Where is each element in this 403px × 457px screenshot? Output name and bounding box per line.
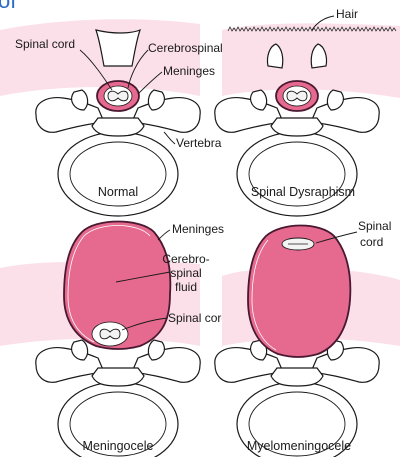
label-spinal-cord: Spinal cord xyxy=(15,37,75,51)
label-csf-line1: Cerebro- xyxy=(162,252,209,266)
label-spinal-cord-line2: cord xyxy=(360,235,383,249)
label-vertebra: Vertebra xyxy=(176,136,222,150)
panel-meningocele: Meninges Cerebro- spinal fluid Spinal co… xyxy=(0,222,228,457)
header-fragment: of xyxy=(0,0,17,13)
caption-myelomeningocele: Myelomeningocele xyxy=(247,439,351,453)
label-csf-line2: spinal xyxy=(170,266,201,280)
panel-normal: Spinal cord Cerebrospinal fluid Meninges… xyxy=(0,19,248,216)
label-spinal-cord-line1: Spinal xyxy=(358,219,391,233)
caption-spinal-dysraphism: Spinal Dysraphism xyxy=(251,185,355,199)
caption-normal: Normal xyxy=(98,185,138,199)
label-csf-line3: fluid xyxy=(175,280,197,294)
panel-myelomeningocele: Spinal cord Myelomeningocele xyxy=(215,219,400,457)
label-hair: Hair xyxy=(336,7,358,21)
label-spinal-cord: Spinal cord xyxy=(168,311,228,325)
caption-meningocele: Meningocele xyxy=(83,439,154,453)
label-meninges: Meninges xyxy=(163,64,215,78)
label-meninges: Meninges xyxy=(172,222,224,236)
panel-spinal-dysraphism: Hair Spinal Dysraphism xyxy=(215,7,400,216)
